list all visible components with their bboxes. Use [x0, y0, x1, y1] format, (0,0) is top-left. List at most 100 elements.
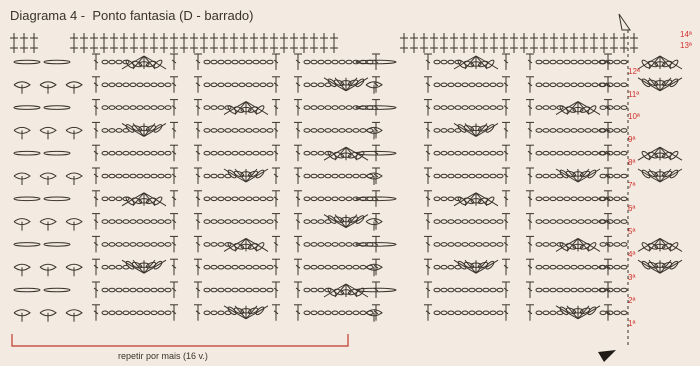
chain-stitch	[204, 243, 210, 247]
chain-stitch	[448, 151, 454, 155]
chain-stitch	[497, 151, 503, 155]
chain-stitch	[325, 265, 331, 269]
chain-stitch	[239, 288, 245, 292]
chain-stitch	[476, 220, 482, 224]
chain-stitch	[441, 83, 447, 87]
chain-stitch	[585, 129, 591, 133]
chain-stitch	[239, 60, 245, 64]
chain-stitch	[102, 129, 108, 133]
chain-stitch	[165, 151, 171, 155]
chain-stitch	[137, 220, 143, 224]
chain-stitch	[318, 106, 324, 110]
chain-stitch	[469, 220, 475, 224]
chain-stitch	[441, 243, 447, 247]
chain-stitch	[218, 83, 224, 87]
chain-stitch	[311, 60, 317, 64]
chain-stitch	[564, 151, 570, 155]
chain-stitch	[543, 129, 549, 133]
chain-stitch	[253, 288, 259, 292]
chain-stitch	[346, 60, 352, 64]
chain-stitch	[130, 243, 136, 247]
chain-stitch	[158, 151, 164, 155]
chain-stitch	[557, 129, 563, 133]
chain-stitch	[497, 288, 503, 292]
chain-stitch	[144, 106, 150, 110]
chain-stitch	[543, 311, 549, 315]
chain-stitch	[109, 243, 115, 247]
chain-stitch	[311, 197, 317, 201]
chain-stitch	[325, 197, 331, 201]
chain-stitch	[246, 60, 252, 64]
chain-stitch	[621, 129, 627, 133]
chain-stitch	[267, 151, 273, 155]
chain-stitch	[144, 174, 150, 178]
chain-stitch	[476, 243, 482, 247]
chain-stitch	[536, 60, 542, 64]
chain-stitch	[585, 151, 591, 155]
chain-stitch	[232, 129, 238, 133]
slip-bar	[14, 197, 40, 201]
chain-stitch	[225, 60, 231, 64]
chain-stitch	[165, 83, 171, 87]
chain-stitch	[311, 265, 317, 269]
chain-stitch	[116, 311, 122, 315]
chain-stitch	[483, 311, 489, 315]
chain-stitch	[346, 197, 352, 201]
chain-stitch	[253, 83, 259, 87]
chain-stitch	[332, 265, 338, 269]
chain-stitch	[239, 265, 245, 269]
chain-stitch	[483, 106, 489, 110]
chain-stitch	[578, 220, 584, 224]
chain-stitch	[476, 288, 482, 292]
chain-stitch	[218, 243, 224, 247]
chain-stitch	[476, 311, 482, 315]
chain-stitch	[441, 197, 447, 201]
chain-stitch	[448, 265, 454, 269]
chain-stitch	[490, 243, 496, 247]
chain-stitch	[536, 151, 542, 155]
chain-stitch	[462, 174, 468, 178]
chain-stitch	[557, 151, 563, 155]
chain-stitch	[614, 311, 620, 315]
chain-stitch	[318, 243, 324, 247]
chain-stitch	[469, 243, 475, 247]
chain-stitch	[260, 265, 266, 269]
chain-stitch	[578, 60, 584, 64]
chain-stitch	[260, 288, 266, 292]
chain-stitch	[311, 288, 317, 292]
chain-stitch	[614, 106, 620, 110]
chain-stitch	[557, 265, 563, 269]
chain-stitch	[578, 288, 584, 292]
chain-stitch	[543, 288, 549, 292]
chain-stitch	[311, 151, 317, 155]
chain-stitch	[441, 288, 447, 292]
chain-stitch	[232, 288, 238, 292]
row-number: 12ª	[628, 67, 640, 76]
chain-stitch	[497, 243, 503, 247]
chain-stitch	[267, 129, 273, 133]
row-number: 11ª	[628, 90, 639, 99]
row-number: 8ª	[628, 158, 635, 167]
chain-stitch	[441, 106, 447, 110]
chain-stitch	[543, 60, 549, 64]
row-number: 4ª	[628, 250, 635, 259]
chain-stitch	[253, 220, 259, 224]
chain-stitch	[434, 106, 440, 110]
chain-stitch	[102, 60, 108, 64]
chain-stitch	[225, 129, 231, 133]
chain-stitch	[137, 106, 143, 110]
chain-stitch	[246, 220, 252, 224]
chain-stitch	[592, 220, 598, 224]
chain-stitch	[304, 60, 310, 64]
chain-stitch	[218, 106, 224, 110]
chain-stitch	[260, 197, 266, 201]
chain-stitch	[130, 83, 136, 87]
chain-stitch	[585, 220, 591, 224]
chain-stitch	[353, 174, 359, 178]
chain-stitch	[476, 151, 482, 155]
chain-stitch	[260, 129, 266, 133]
chain-stitch	[564, 265, 570, 269]
chain-stitch	[455, 311, 461, 315]
chain-stitch	[332, 197, 338, 201]
slip-bar	[14, 106, 40, 110]
